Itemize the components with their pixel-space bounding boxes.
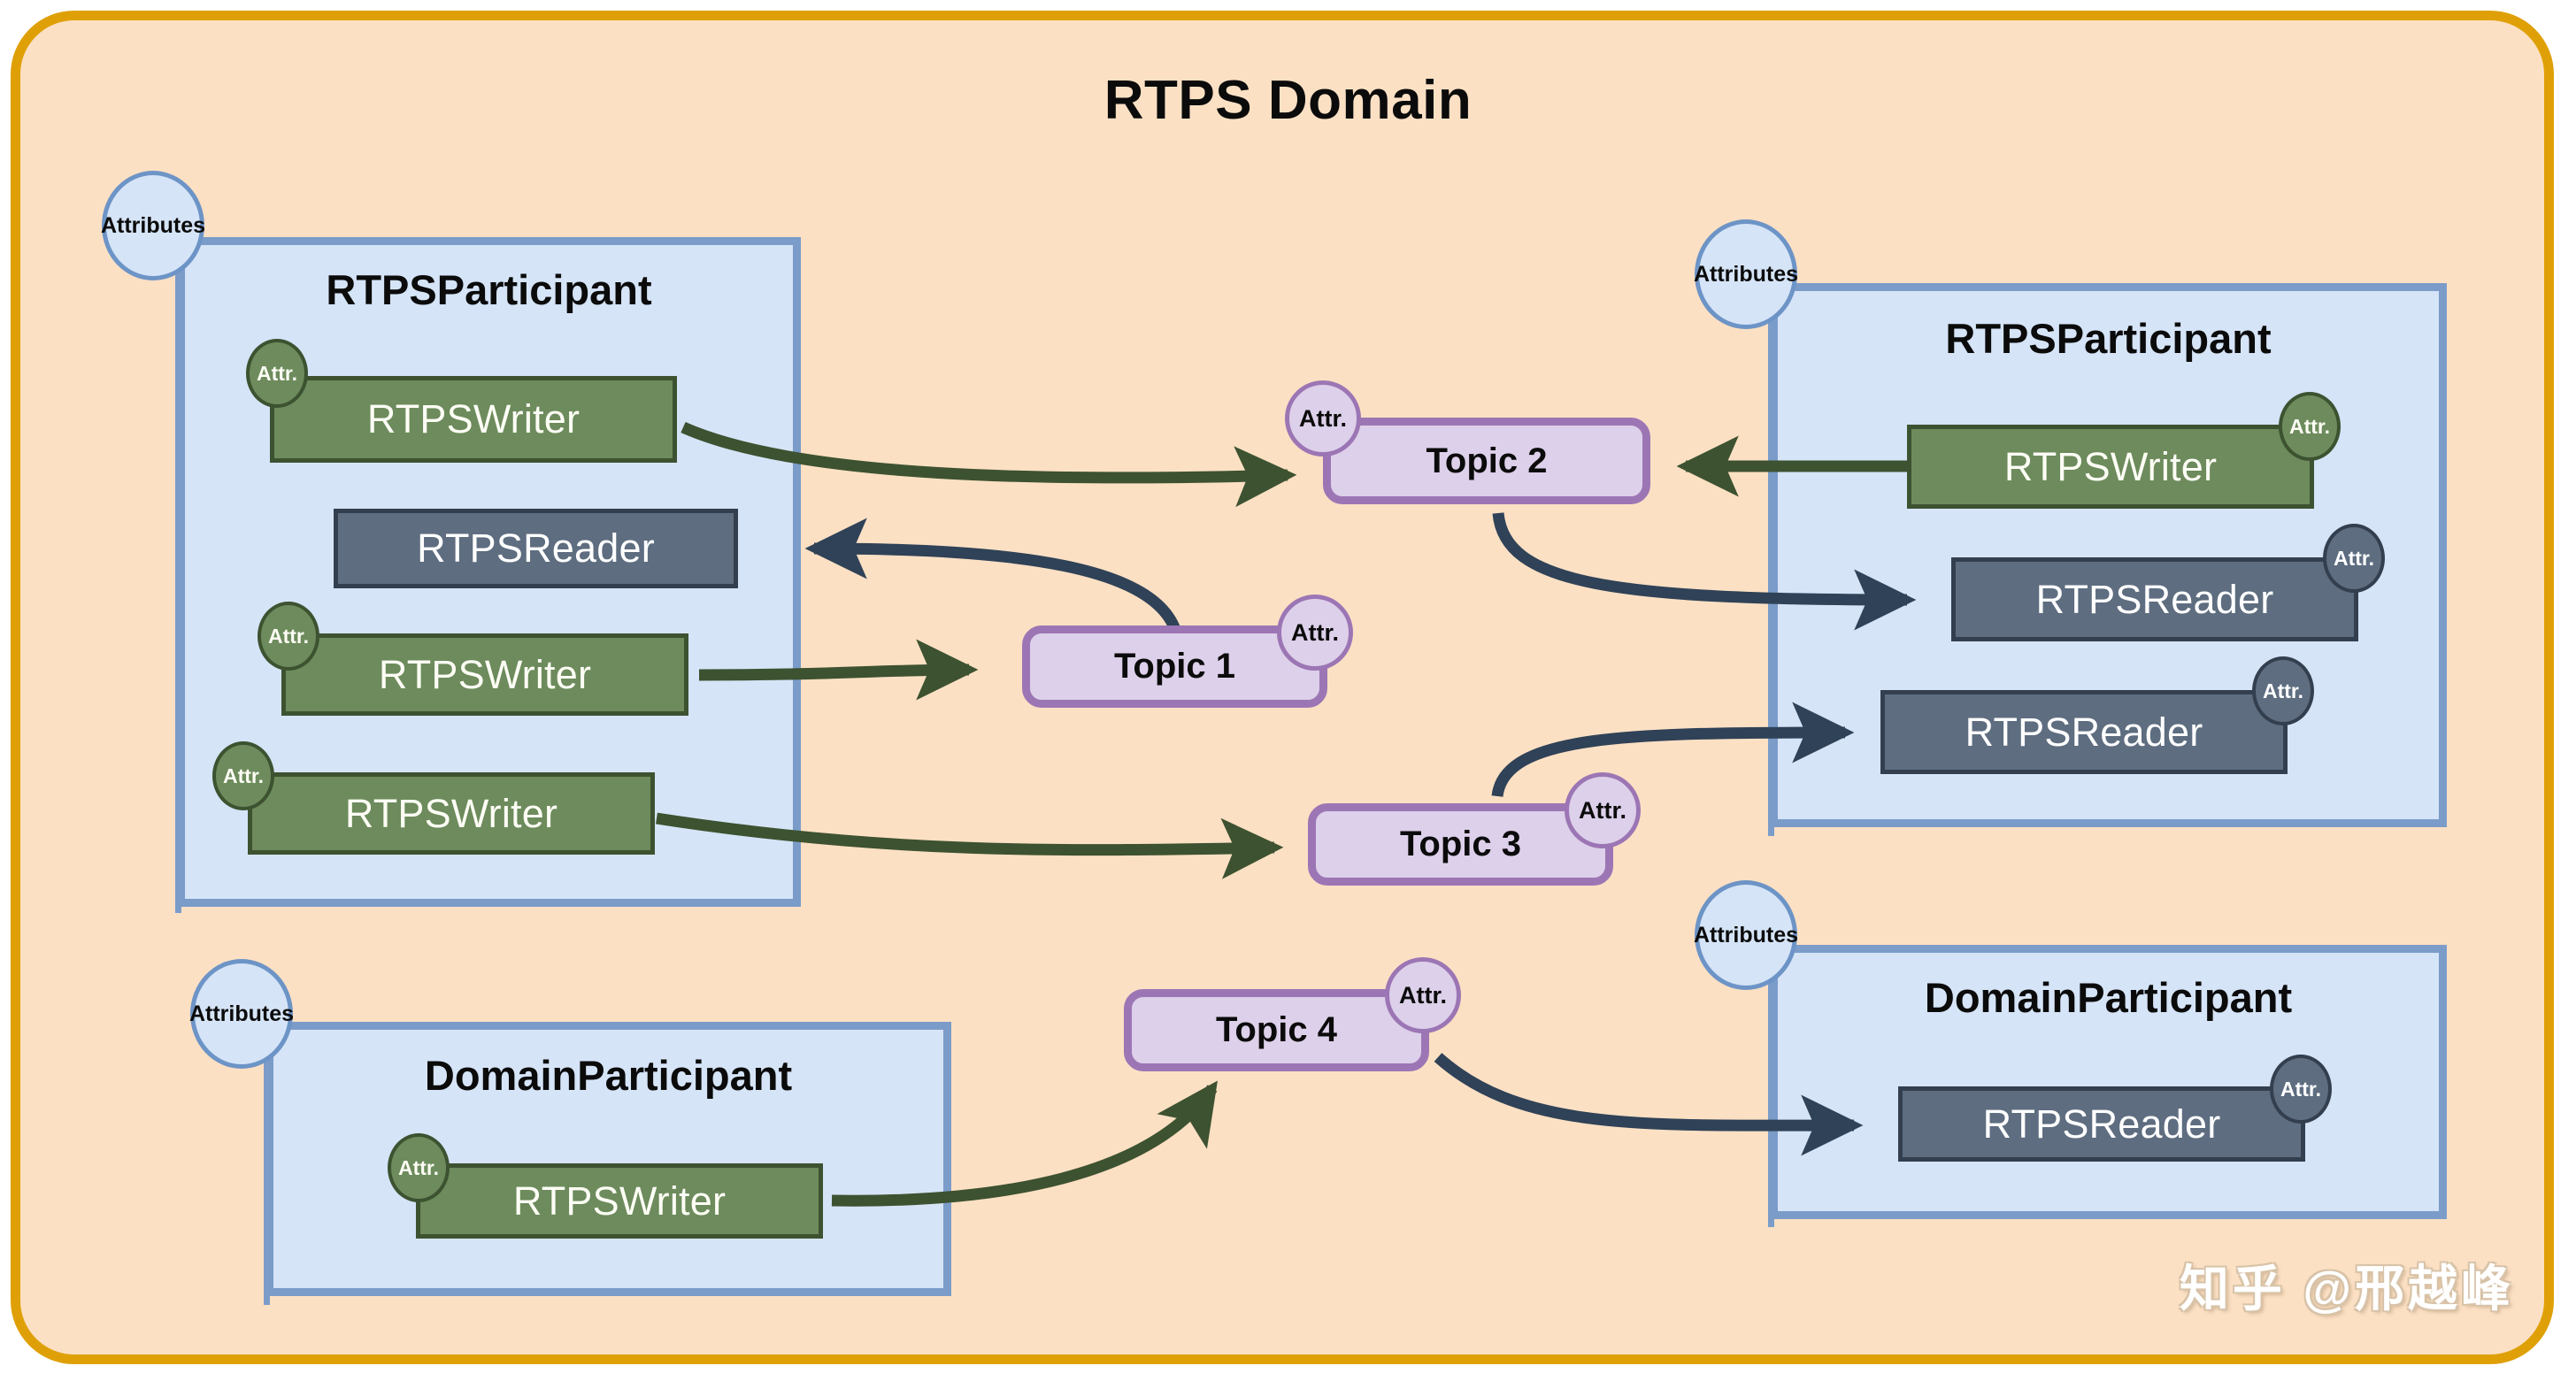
attr-label: Attr.	[2263, 679, 2303, 702]
endpoint-reader-right-1[interactable]: RTPSReader	[1951, 557, 2358, 641]
endpoint-writer-left-2[interactable]: RTPSWriter	[281, 633, 688, 716]
watermark: 知乎 @邢越峰	[2179, 1261, 2514, 1316]
attributes-label: Attributes	[188, 1001, 295, 1026]
attributes-stem-rtps-left	[175, 223, 181, 913]
topic-box-3[interactable]: Topic 3	[1308, 803, 1613, 886]
attributes-label: Attributes	[100, 212, 206, 238]
endpoint-writer-left-1[interactable]: RTPSWriter	[270, 376, 677, 463]
participant-title-domain-right: DomainParticipant	[1924, 974, 2293, 1021]
attr-badge-topic-2[interactable]: Attr.	[1285, 380, 1361, 456]
attr-label: Attr.	[2289, 414, 2330, 438]
attr-badge-writer-left-3[interactable]: Attr.	[212, 741, 274, 810]
participant-title-rtps-left: RTPSParticipant	[326, 266, 652, 313]
endpoint-reader-right-2[interactable]: RTPSReader	[1880, 690, 2288, 774]
endpoint-writer-right-1[interactable]: RTPSWriter	[1907, 425, 2314, 509]
attr-label: Attr.	[1579, 796, 1626, 824]
attributes-label: Attributes	[1693, 922, 1799, 948]
attributes-bubble-domain-left[interactable]: Attributes	[188, 959, 295, 1069]
attr-badge-reader-right-2[interactable]: Attr.	[2252, 656, 2314, 725]
attr-label: Attr.	[1299, 404, 1347, 432]
endpoint-writer-bottom-left[interactable]: RTPSWriter	[416, 1163, 823, 1239]
endpoint-reader-left-1[interactable]: RTPSReader	[334, 509, 738, 588]
attributes-bubble-rtps-right[interactable]: Attributes	[1693, 219, 1799, 329]
topic-box-2[interactable]: Topic 2	[1323, 418, 1650, 504]
attributes-label: Attributes	[1693, 261, 1799, 287]
attr-badge-writer-right-1[interactable]: Attr.	[2279, 392, 2341, 461]
endpoint-writer-left-3[interactable]: RTPSWriter	[248, 772, 655, 855]
page-title: RTPS Domain	[1103, 70, 1473, 131]
attr-label: Attr.	[2280, 1077, 2321, 1101]
attr-badge-topic-3[interactable]: Attr.	[1565, 772, 1641, 848]
topic-label: Topic 2	[1426, 441, 1548, 480]
endpoint-label: RTPSReader	[2035, 576, 2274, 622]
attr-label: Attr.	[1291, 618, 1339, 646]
participant-title-domain-left: DomainParticipant	[424, 1052, 793, 1099]
attr-badge-writer-left-1[interactable]: Attr.	[246, 339, 308, 408]
attr-label: Attr.	[2334, 546, 2374, 570]
endpoint-label: RTPSWriter	[2003, 443, 2218, 489]
attr-badge-writer-left-2[interactable]: Attr.	[258, 602, 319, 671]
endpoint-label: RTPSWriter	[344, 790, 558, 836]
topic-label: Topic 3	[1399, 825, 1522, 863]
endpoint-reader-bottom-right[interactable]: RTPSReader	[1898, 1086, 2305, 1162]
attributes-stem-domain-left	[264, 1009, 270, 1305]
attr-label: Attr.	[257, 361, 297, 385]
endpoint-label: RTPSReader	[1965, 709, 2203, 755]
attr-label: Attr.	[223, 763, 264, 787]
attr-badge-reader-bottom-right[interactable]: Attr.	[2270, 1055, 2332, 1124]
topic-box-4[interactable]: Topic 4	[1124, 989, 1429, 1071]
attr-badge-topic-4[interactable]: Attr.	[1385, 957, 1461, 1033]
attributes-bubble-domain-right[interactable]: Attributes	[1693, 880, 1799, 990]
topic-label: Topic 4	[1215, 1010, 1338, 1049]
participant-title-rtps-right: RTPSParticipant	[1945, 315, 2272, 362]
attr-label: Attr.	[398, 1155, 439, 1179]
endpoint-label: RTPSReader	[417, 526, 655, 571]
endpoint-label: RTPSWriter	[512, 1178, 727, 1224]
attr-badge-reader-right-1[interactable]: Attr.	[2323, 524, 2385, 593]
attr-badge-topic-1[interactable]: Attr.	[1277, 595, 1353, 671]
topic-label: Topic 1	[1113, 647, 1236, 686]
participant-domain-right[interactable]	[1770, 945, 2447, 1219]
attributes-bubble-rtps-left[interactable]: Attributes	[100, 171, 206, 280]
endpoint-label: RTPSReader	[1982, 1101, 2221, 1147]
endpoint-label: RTPSWriter	[366, 396, 581, 441]
attr-label: Attr.	[1399, 981, 1447, 1009]
attributes-stem-rtps-right	[1768, 270, 1774, 836]
attr-badge-writer-bottom-left[interactable]: Attr.	[388, 1133, 450, 1202]
endpoint-label: RTPSWriter	[378, 651, 592, 697]
attr-label: Attr.	[268, 624, 309, 648]
